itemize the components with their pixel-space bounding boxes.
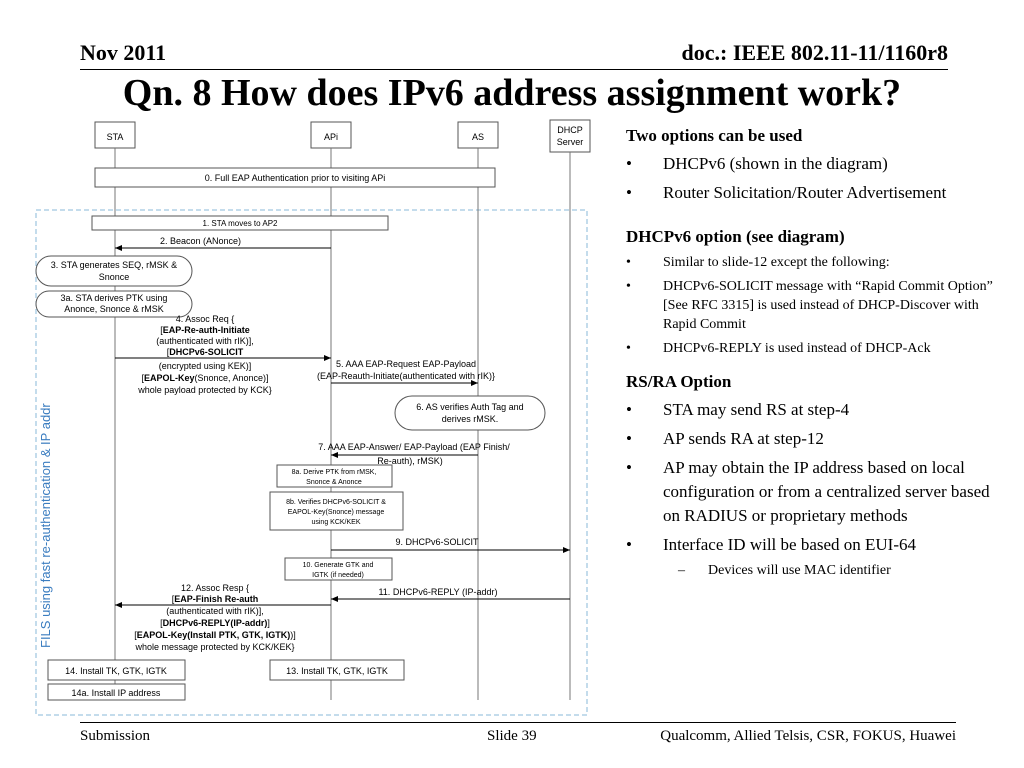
step-12-line-6: whole message protected by KCK/KEK} [134, 642, 294, 652]
footer-slide-number: Slide 39 [487, 728, 537, 744]
step-14a-box [47, 683, 186, 701]
step-4-line-2: [EAP-Re-auth-Initiate [160, 325, 250, 335]
entity-as-label: AS [472, 132, 484, 142]
list-item: AP may obtain the IP address based on lo… [626, 456, 1006, 528]
step-6-text: 6. AS verifies Auth Tag and [416, 402, 523, 412]
header-date: Nov 2011 [80, 40, 167, 65]
list-item: Router Solicitation/Router Advertisement [626, 181, 1006, 205]
list-item: Interface ID will be based on EUI-64 [626, 533, 1006, 557]
sub-list-item: Devices will use MAC identifier [626, 562, 1006, 580]
entity-dhcp [549, 119, 591, 153]
side-label: FILS using fast re-authentication & IP a… [38, 403, 53, 648]
step-14-box [47, 659, 186, 681]
heading-two-options: Two options can be used [626, 126, 803, 145]
step-12-line-3: (authenticated with rIK)], [166, 606, 264, 616]
step-8b-text-2: EAPOL-Key(Snonce) message [288, 509, 385, 516]
step-8a-text-2: Snonce & Anonce [306, 479, 362, 486]
entity-sta-label: STA [107, 132, 124, 142]
step-3-box [35, 255, 193, 287]
step-3a-box [35, 290, 193, 318]
step-2-text: 2. Beacon (ANonce) [160, 236, 241, 246]
list-item: DHCPv6 (shown in the diagram) [626, 152, 1006, 176]
dhcpv6-list: Similar to slide-12 except the following… [626, 253, 1006, 358]
step-3a-text-2: Anonce, Snonce & rMSK [64, 304, 164, 314]
step-5-text-2: (EAP-Reauth-Initiate(authenticated with … [317, 371, 495, 381]
step-0-text: 0. Full EAP Authentication prior to visi… [205, 173, 385, 183]
step-3a-text: 3a. STA derives PTK using [61, 293, 168, 303]
step-14-text: 14. Install TK, GTK, IGTK [65, 666, 167, 676]
entity-dhcp-label-2: Server [557, 137, 584, 147]
step-8a-box [276, 464, 393, 488]
list-item: AP sends RA at step-12 [626, 427, 1006, 451]
step-6-text-2: derives rMSK. [442, 414, 499, 424]
step-8a-text: 8a. Derive PTK from rMSK, [292, 469, 377, 476]
step-4-line-7: whole payload protected by KCK} [137, 385, 272, 395]
step-1-text: 1. STA moves to AP2 [203, 219, 279, 228]
step-13-text: 13. Install TK, GTK, IGTK [286, 666, 388, 676]
step-10-text-2: IGTK (if needed) [312, 572, 364, 579]
entity-as [457, 121, 499, 149]
header-divider [80, 69, 948, 70]
step-3-text: 3. STA generates SEQ, rMSK & [51, 260, 177, 270]
step-8b-text-3: using KCK/KEK [311, 519, 360, 526]
footer-divider [80, 722, 956, 723]
heading-rsra: RS/RA Option [626, 372, 732, 391]
list-item: DHCPv6-SOLICIT message with “Rapid Commi… [626, 277, 1006, 334]
step-12-line-4: [DHCPv6-REPLY(IP-addr)] [160, 618, 270, 628]
slide-title: Qn. 8 How does IPv6 address assignment w… [122, 72, 902, 114]
step-7-text: 7. AAA EAP-Answer/ EAP-Payload (EAP Fini… [318, 442, 510, 452]
step-13-box [269, 659, 405, 681]
step-0-box [94, 167, 496, 188]
footer-authors: Qualcomm, Allied Telsis, CSR, FOKUS, Hua… [660, 728, 956, 744]
list-item: Similar to slide-12 except the following… [626, 253, 1006, 272]
footer-submission: Submission [80, 728, 151, 744]
step-8b-box [269, 491, 404, 531]
step-3-text-2: Snonce [99, 272, 130, 282]
entity-dhcp-label: DHCP [557, 125, 583, 135]
step-9-text: 9. DHCPv6-SOLICIT [395, 537, 479, 547]
entity-ap-label: APi [324, 132, 338, 142]
step-10-box [284, 557, 393, 581]
header-doc-id: doc.: IEEE 802.11-11/1160r8 [681, 40, 948, 65]
step-1-box [91, 215, 389, 231]
step-11-text: 11. DHCPv6-REPLY (IP-addr) [378, 587, 497, 597]
step-6-box [394, 395, 546, 431]
rsra-sublist: Devices will use MAC identifier [626, 562, 1006, 580]
step-12-line-5: [EAPOL-Key(Install PTK, GTK, IGTK))] [134, 630, 296, 640]
step-4-line-1: 4. Assoc Req { [176, 314, 235, 324]
step-10-text: 10. Generate GTK and [303, 562, 374, 569]
step-4-line-4: [DHCPv6-SOLICIT [167, 347, 244, 357]
list-item: STA may send RS at step-4 [626, 398, 1006, 422]
list-item: DHCPv6-REPLY is used instead of DHCP-Ack [626, 339, 1006, 358]
step-7-text-2: Re-auth), rMSK) [377, 456, 443, 466]
step-4-line-3: (authenticated with rIK)], [156, 336, 254, 346]
step-14a-text: 14a. Install IP address [72, 688, 161, 698]
step-8b-text: 8b. Verifies DHCPv6-SOLICIT & [286, 499, 386, 506]
fils-region [35, 209, 588, 716]
rsra-list: STA may send RS at step-4 AP sends RA at… [626, 398, 1006, 557]
options-list: DHCPv6 (shown in the diagram) Router Sol… [626, 152, 1006, 205]
step-12-line-2: [EAP-Finish Re-auth [172, 594, 259, 604]
step-4-line-6: [EAPOL-Key(Snonce, Anonce)] [141, 373, 268, 383]
sequence-diagram: FILS using fast re-authentication & IP a… [0, 112, 600, 722]
heading-dhcpv6: DHCPv6 option (see diagram) [626, 227, 845, 246]
step-12-line-1: 12. Assoc Resp { [181, 583, 249, 593]
slide-body: Two options can be used DHCPv6 (shown in… [626, 126, 1006, 580]
step-4-line-5: (encrypted using KEK)] [159, 361, 252, 371]
step-5-text: 5. AAA EAP-Request EAP-Payload [336, 359, 476, 369]
